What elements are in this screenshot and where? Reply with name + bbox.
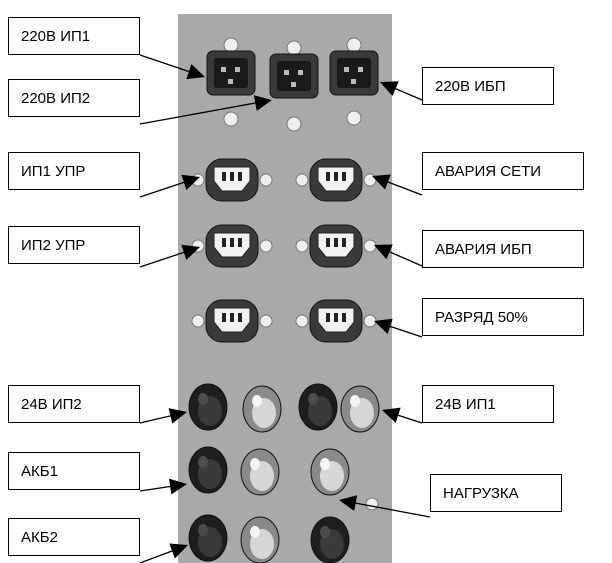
screw [295, 239, 309, 253]
pin [291, 82, 296, 87]
power-inlet-3 [329, 37, 379, 126]
indicator-lamp-10 [310, 516, 350, 563]
pin [284, 70, 289, 75]
slot [230, 172, 234, 181]
label-220v-ip1: 220В ИП1 [8, 17, 140, 55]
slot [222, 172, 226, 181]
label-24v-ip2: 24В ИП2 [8, 385, 140, 423]
slot [326, 172, 330, 181]
inlet-socket [337, 58, 371, 88]
pin [235, 67, 240, 72]
pin [228, 79, 233, 84]
label-220v-ip2: 220В ИП2 [8, 79, 140, 117]
indicator-lamp-6 [240, 448, 280, 496]
slot [222, 238, 226, 247]
label-avaria-ibp: АВАРИЯ ИБП [422, 230, 584, 268]
lamp-highlight [198, 456, 208, 468]
lamp-highlight [320, 458, 330, 470]
power-inlet-2 [269, 40, 319, 132]
slot [342, 313, 346, 322]
slot [238, 313, 242, 322]
inlet-socket [214, 58, 248, 88]
lamp-highlight [308, 393, 318, 405]
label-akb2: АКБ2 [8, 518, 140, 556]
indicator-lamp-8 [188, 514, 228, 562]
lamp-highlight [250, 526, 260, 538]
screw [259, 173, 273, 187]
slot [222, 313, 226, 322]
screw [259, 239, 273, 253]
screw [346, 110, 362, 126]
label-ip2-upr: ИП2 УПР [8, 226, 140, 264]
label-nagruzka: НАГРУЗКА [430, 474, 562, 512]
label-razryad-50: РАЗРЯД 50% [422, 298, 584, 336]
slot [238, 172, 242, 181]
label-ip1-upr: ИП1 УПР [8, 152, 140, 190]
arrow-akb2 [139, 543, 188, 563]
label-220v-ibp: 220В ИБП [422, 67, 554, 105]
arrow-24v-ip2 [139, 408, 187, 424]
arrow-ip1-upr [139, 174, 200, 198]
label-24v-ip1: 24В ИП1 [422, 385, 554, 423]
arrow-24v-ip1 [382, 407, 423, 424]
arrow-avaria-seti [372, 174, 423, 196]
pin [358, 67, 363, 72]
indicator-lamp-7 [310, 448, 350, 496]
indicator-lamp-9 [240, 516, 280, 563]
slot [230, 313, 234, 322]
slot [342, 172, 346, 181]
label-avaria-seti: АВАРИЯ СЕТИ [422, 152, 584, 190]
slot [334, 313, 338, 322]
pin [221, 67, 226, 72]
screw [191, 314, 205, 328]
lamp-highlight [250, 458, 260, 470]
slot [342, 238, 346, 247]
pin [298, 70, 303, 75]
power-inlet-1 [206, 37, 256, 127]
arrow-ip2-upr [139, 244, 200, 268]
screw [295, 314, 309, 328]
label-akb1: АКБ1 [8, 452, 140, 490]
indicator-lamp-2 [242, 385, 282, 433]
arrow-razryad-50 [374, 318, 423, 338]
iec-socket-r3-c1 [191, 299, 273, 343]
indicator-lamp-4 [340, 385, 380, 433]
slot [334, 238, 338, 247]
pin [344, 67, 349, 72]
iec-socket-r1-c2 [295, 158, 377, 202]
slot [334, 172, 338, 181]
iec-socket-r1-c1 [191, 158, 273, 202]
inlet-socket [277, 61, 311, 91]
slot [326, 238, 330, 247]
iec-socket-r2-c1 [191, 224, 273, 268]
lamp-highlight [198, 393, 208, 405]
screw [295, 173, 309, 187]
screw [223, 111, 239, 127]
slot [326, 313, 330, 322]
screw [286, 116, 302, 132]
lamp-highlight [320, 526, 330, 538]
indicator-lamp-1 [188, 383, 228, 431]
pin [351, 79, 356, 84]
indicator-lamp-5 [188, 446, 228, 494]
iec-socket-r2-c2 [295, 224, 377, 268]
arrow-nagruzka [339, 495, 431, 518]
lamp-highlight [198, 524, 208, 536]
slot [230, 238, 234, 247]
arrow-avaria-ibp [374, 244, 423, 267]
lamp-highlight [252, 395, 262, 407]
arrow-220v-ibp [380, 81, 423, 101]
screw [259, 314, 273, 328]
indicator-lamp-3 [298, 383, 338, 431]
lamp-highlight [350, 395, 360, 407]
arrow-220v-ip2 [139, 95, 272, 125]
arrow-220v-ip1 [139, 54, 205, 80]
slot [238, 238, 242, 247]
arrow-akb1 [139, 478, 187, 495]
iec-socket-r3-c2 [295, 299, 377, 343]
